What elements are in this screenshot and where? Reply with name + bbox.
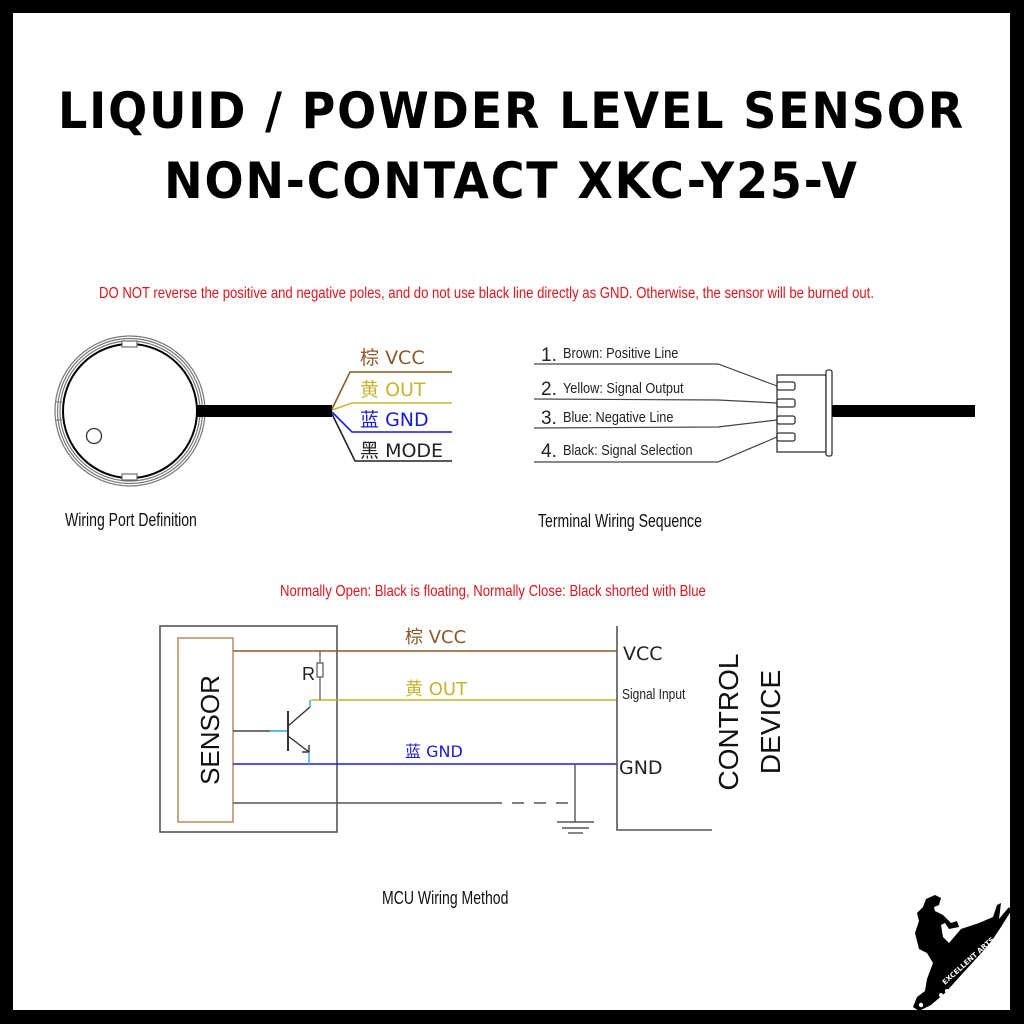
sensor-label: SENSOR: [195, 675, 225, 785]
diagram-canvas: LIQUID / POWDER LEVEL SENSOR NON-CONTACT…: [13, 13, 1010, 1010]
mcu-label-out: 黄 OUT: [405, 679, 468, 700]
device-pin-gnd: GND: [619, 757, 663, 779]
sensor-block: [177, 637, 234, 823]
device-pin-vcc: VCC: [623, 643, 663, 665]
wire-label-mode: 黑 MODE: [360, 440, 443, 462]
wire-label-gnd: 蓝 GND: [360, 409, 429, 431]
svg-text:3.: 3.: [541, 408, 557, 429]
title-line-2: NON-CONTACT XKC-Y25-V: [164, 152, 859, 210]
ground-symbol: [557, 764, 594, 834]
transistor: [233, 700, 311, 764]
svg-text:4.: 4.: [541, 441, 557, 462]
terminal-connector: [776, 369, 833, 457]
mcu-label-gnd: 蓝 GND: [405, 742, 463, 761]
resistor: R: [302, 651, 324, 700]
terminal-cable: [832, 405, 975, 417]
terminal-leads: [533, 363, 778, 463]
svg-text:1.: 1.: [541, 345, 557, 366]
svg-text:Yellow: Signal Output: Yellow: Signal Output: [563, 379, 684, 396]
round-sensor: [54, 335, 206, 487]
control-device-border: [616, 626, 712, 831]
title-line-1: LIQUID / POWDER LEVEL SENSOR: [58, 82, 965, 140]
wire-label-vcc: 棕 VCC: [360, 347, 425, 369]
device-label: DEVICE: [755, 670, 786, 774]
snowmobile-logo-icon: EXCELLENT ARTS: [913, 895, 1010, 1010]
wire-brown: [331, 371, 452, 410]
sensor-cable: [196, 405, 332, 417]
svg-text:2.: 2.: [541, 379, 557, 400]
wire-blue: [331, 411, 452, 433]
wire-label-out: 黄 OUT: [360, 379, 426, 401]
svg-text:R: R: [302, 664, 315, 684]
warning-text: DO NOT reverse the positive and negative…: [99, 285, 874, 302]
sensor-indicator-circle: [85, 427, 103, 445]
svg-text:Blue: Negative Line: Blue: Negative Line: [563, 408, 674, 425]
caption-terminal: Terminal Wiring Sequence: [538, 511, 702, 531]
terminal-labels: 1. Brown: Positive Line 2. Yellow: Signa…: [541, 344, 693, 462]
caption-mcu: MCU Wiring Method: [382, 888, 509, 908]
wiring-diagram: 棕 VCC 黄 OUT 蓝 GND 黑 MODE 1. Brown: Posit…: [54, 335, 975, 834]
mcu-label-vcc: 棕 VCC: [405, 627, 466, 648]
wire-yellow: [331, 402, 452, 411]
sensor-module-box: [159, 625, 338, 833]
caption-wiring-port: Wiring Port Definition: [65, 510, 197, 530]
svg-text:Black: Signal Selection: Black: Signal Selection: [563, 441, 693, 458]
control-label: CONTROL: [713, 654, 744, 791]
device-pin-signal-input: Signal Input: [622, 686, 686, 703]
svg-text:Brown: Positive Line: Brown: Positive Line: [563, 344, 679, 361]
mode-note: Normally Open: Black is floating, Normal…: [280, 583, 706, 600]
wire-black: [331, 413, 452, 462]
